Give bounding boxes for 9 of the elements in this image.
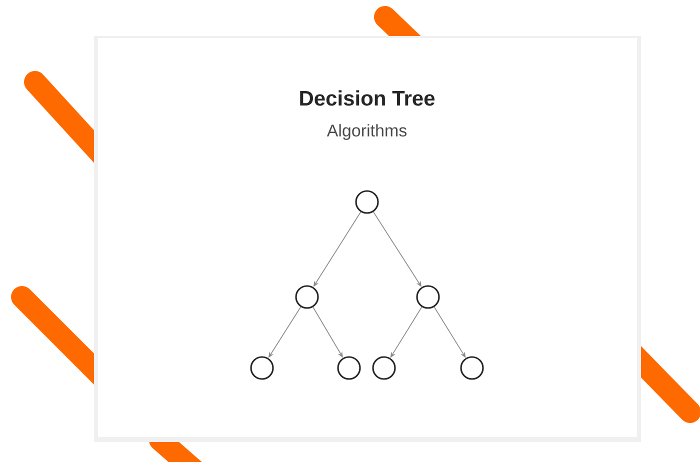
subtitle: Algorithms — [326, 124, 407, 140]
tree-node — [337, 356, 361, 380]
tree-node — [250, 356, 274, 380]
tree-node — [416, 285, 440, 309]
tree-node — [372, 356, 396, 380]
tree-node — [460, 356, 484, 380]
tree-node — [355, 190, 379, 214]
title: Decision Tree — [300, 90, 435, 106]
tree-node — [295, 285, 319, 309]
